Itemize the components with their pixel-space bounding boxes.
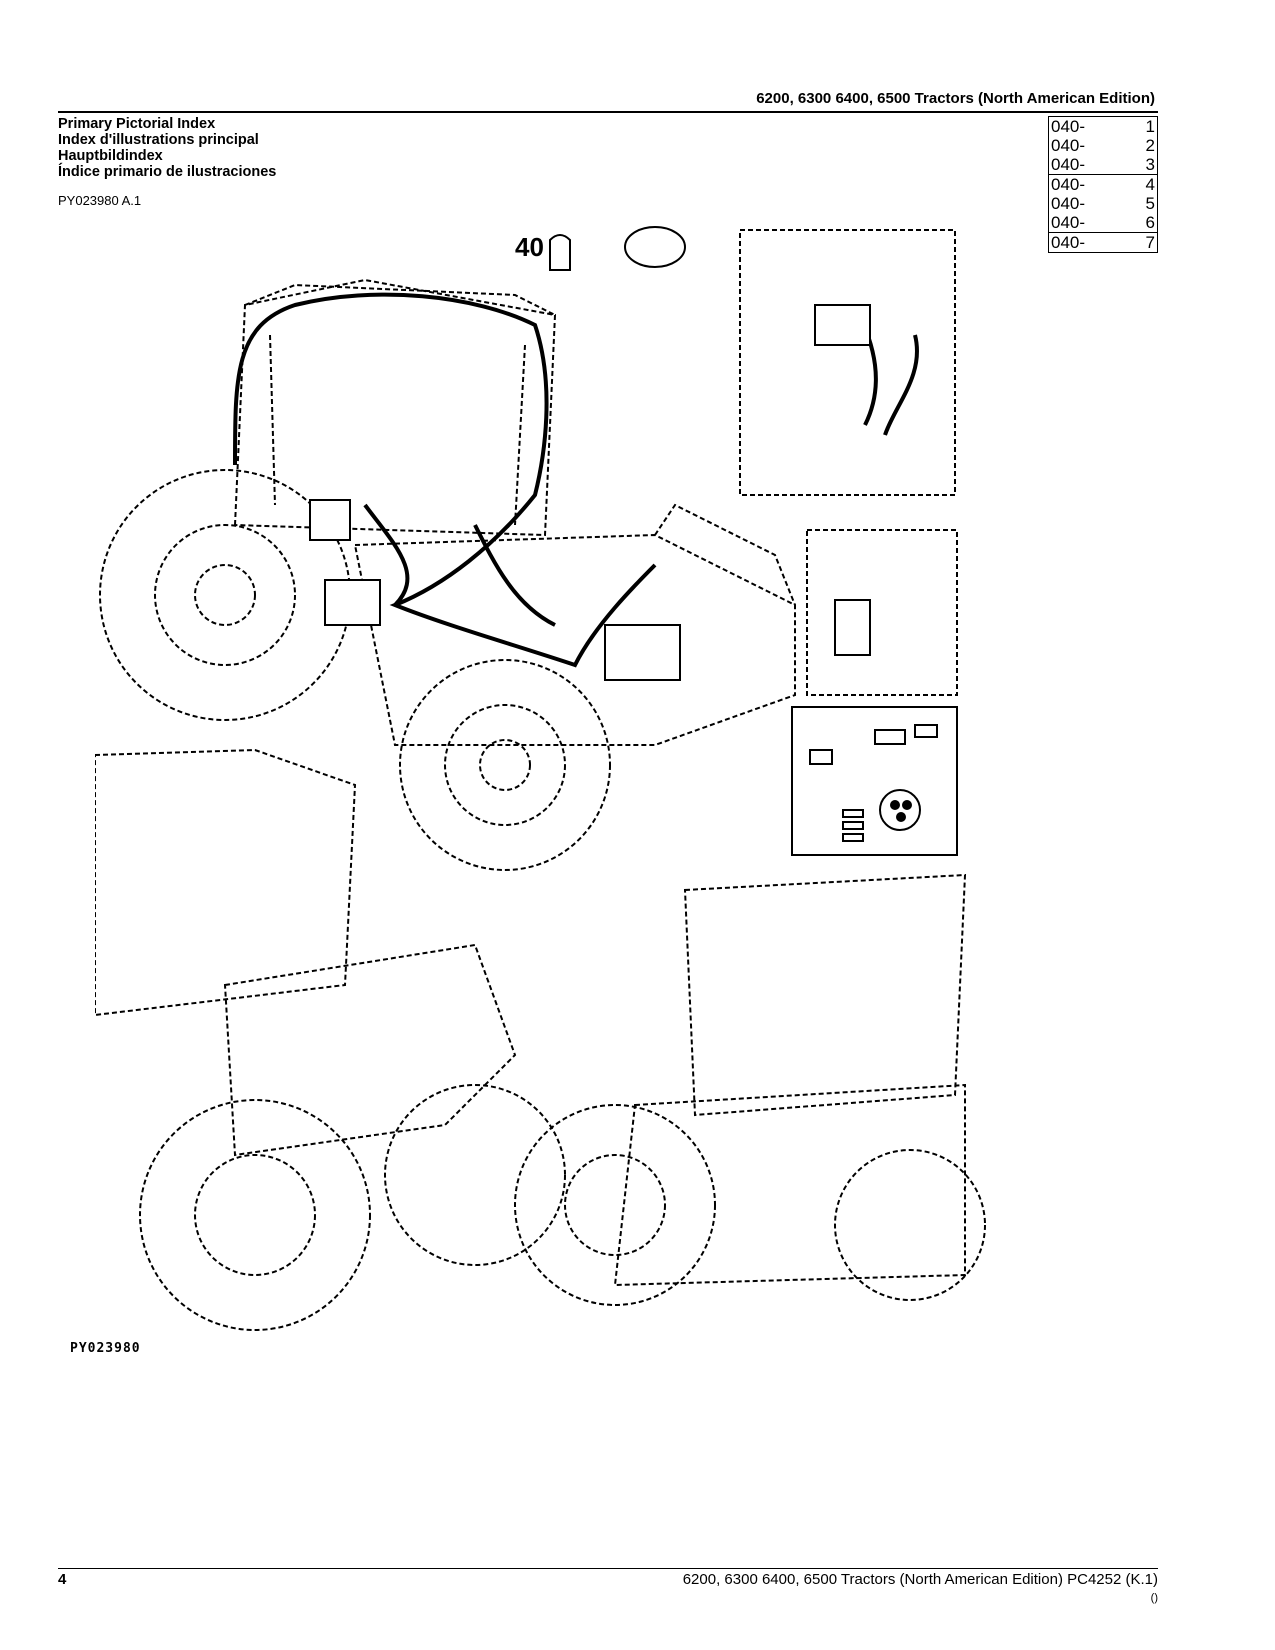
index-row[interactable]: 040-3 [1048, 155, 1159, 175]
index-code: 040- [1048, 174, 1129, 194]
index-number: 5 [1128, 194, 1159, 213]
index-row[interactable]: 040-6 [1048, 213, 1159, 233]
title-german: Hauptbildindex [58, 148, 163, 164]
footer-text: 6200, 6300 6400, 6500 Tractors (North Am… [682, 1571, 1158, 1588]
figure-id: PY023980 [70, 1341, 141, 1356]
beacon-base [624, 226, 686, 268]
index-code: 040- [1048, 155, 1129, 175]
wiring-harness [233, 292, 657, 668]
index-code: 040- [1048, 232, 1129, 253]
index-number: 2 [1128, 136, 1159, 155]
lower-left-wheel [139, 1099, 371, 1331]
header-rule [58, 111, 1158, 113]
front-wheel [399, 659, 611, 871]
page-number: 4 [58, 1571, 67, 1588]
fuse-box [324, 579, 381, 626]
footer-rule [58, 1568, 1158, 1569]
index-number: 7 [1128, 232, 1159, 253]
callout-label: 40 [515, 232, 544, 262]
index-row[interactable]: 040-5 [1048, 194, 1159, 213]
battery [604, 624, 681, 681]
title-spanish: Índice primario de ilustraciones [58, 164, 277, 180]
index-code: 040- [1048, 116, 1129, 136]
index-number: 1 [1128, 116, 1159, 136]
reference-code: PY023980 A.1 [58, 193, 142, 208]
index-row[interactable]: 040-4 [1048, 174, 1159, 194]
index-row[interactable]: 040-2 [1048, 136, 1159, 155]
section-titles: Primary Pictorial Index Index d'illustra… [58, 116, 276, 180]
beacon-light [549, 234, 571, 271]
group-index-table: 040-1 040-2 040-3 040-4 040-5 040-6 040-… [1048, 116, 1159, 253]
controller-module [834, 599, 871, 656]
index-number: 4 [1128, 174, 1159, 194]
lower-left-cab [95, 748, 357, 1017]
lower-right-wheel [514, 1104, 716, 1306]
round-connector [879, 789, 921, 831]
index-number: 6 [1128, 213, 1159, 233]
footer-mark: () [1150, 1592, 1158, 1604]
relay [309, 499, 351, 541]
connector-block [814, 304, 871, 346]
cab-outline [233, 278, 557, 537]
tractor-wiring-illustration [95, 226, 986, 1331]
inset-top [739, 229, 956, 496]
inset-middle [806, 529, 958, 696]
index-number: 3 [1128, 155, 1159, 175]
index-row[interactable]: 040-1 [1048, 116, 1159, 136]
title-french: Index d'illustrations principal [58, 132, 259, 148]
document-header-title: 6200, 6300 6400, 6500 Tractors (North Am… [756, 90, 1155, 107]
lower-right-cab [683, 873, 967, 1117]
index-code: 040- [1048, 194, 1129, 213]
index-row[interactable]: 040-7 [1048, 232, 1159, 253]
index-code: 040- [1048, 213, 1129, 233]
title-english: Primary Pictorial Index [58, 116, 216, 132]
index-code: 040- [1048, 136, 1129, 155]
